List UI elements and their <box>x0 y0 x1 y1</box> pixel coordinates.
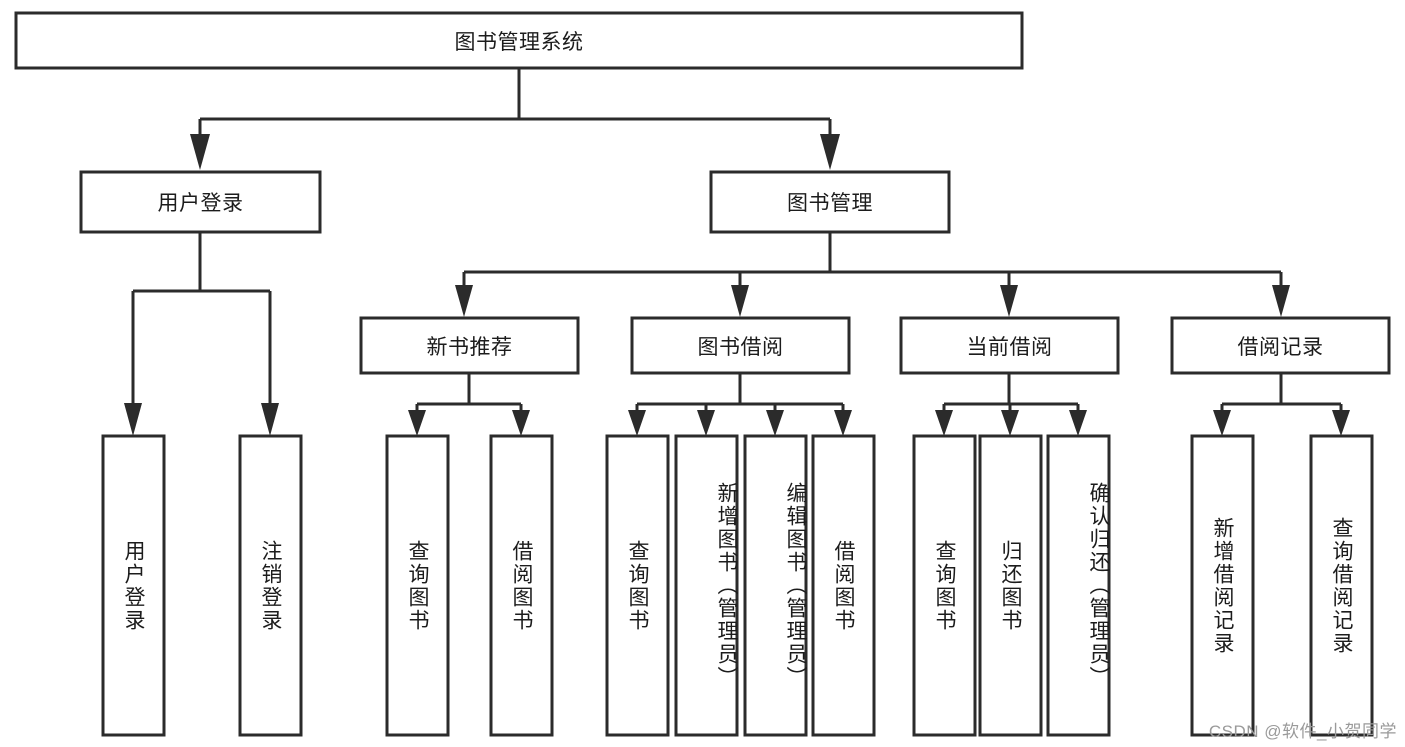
node-leaf-logout-login-box[interactable] <box>238 434 303 737</box>
arrow-leaf-add-record <box>1213 410 1231 436</box>
arrow-leaf-borrow-book-2 <box>834 410 852 436</box>
node-leaf-query-book-3-box[interactable] <box>912 434 977 737</box>
node-leaf-query-record-box[interactable] <box>1309 434 1374 737</box>
arrow-leaf-query-book-3 <box>935 410 953 436</box>
node-leaf-add-book-box[interactable] <box>674 434 739 737</box>
arrow-leaf-borrow-book-1 <box>512 410 530 436</box>
node-new-book-recommend-box[interactable] <box>359 316 580 375</box>
arrow-new-book-recommend <box>455 285 473 317</box>
node-leaf-query-book-1-box[interactable] <box>385 434 450 737</box>
arrow-leaf-logout-login <box>261 403 279 436</box>
arrow-leaf-query-record <box>1332 410 1350 436</box>
node-leaf-edit-book-box[interactable] <box>743 434 808 737</box>
node-leaf-borrow-book-2-box[interactable] <box>811 434 876 737</box>
arrow-leaf-return-book <box>1001 410 1019 436</box>
node-leaf-return-book-box[interactable] <box>978 434 1043 737</box>
node-leaf-confirm-return-box[interactable] <box>1046 434 1111 737</box>
node-leaf-user-login-box[interactable] <box>101 434 166 737</box>
arrow-leaf-query-book-2 <box>628 410 646 436</box>
csdn-watermark: CSDN @软件_小贺同学 <box>1208 722 1397 741</box>
node-user-login-box[interactable] <box>79 170 322 234</box>
node-leaf-add-record-box[interactable] <box>1190 434 1255 737</box>
node-root-box[interactable] <box>14 11 1024 70</box>
arrow-current-borrow <box>1000 285 1018 317</box>
arrow-book-management <box>820 134 840 170</box>
node-book-borrow-box[interactable] <box>630 316 851 375</box>
node-leaf-query-book-2-box[interactable] <box>605 434 670 737</box>
node-borrow-record-box[interactable] <box>1170 316 1391 375</box>
arrow-borrow-record <box>1272 285 1290 317</box>
node-book-management-box[interactable] <box>709 170 951 234</box>
node-leaf-borrow-book-1-box[interactable] <box>489 434 554 737</box>
arrow-user-login <box>190 134 210 170</box>
arrow-leaf-user-login <box>124 403 142 436</box>
node-current-borrow-box[interactable] <box>899 316 1120 375</box>
arrow-leaf-query-book-1 <box>408 410 426 436</box>
arrow-leaf-edit-book <box>766 410 784 436</box>
arrow-book-borrow <box>731 285 749 317</box>
arrow-leaf-confirm-return <box>1069 410 1087 436</box>
arrow-leaf-add-book <box>697 410 715 436</box>
